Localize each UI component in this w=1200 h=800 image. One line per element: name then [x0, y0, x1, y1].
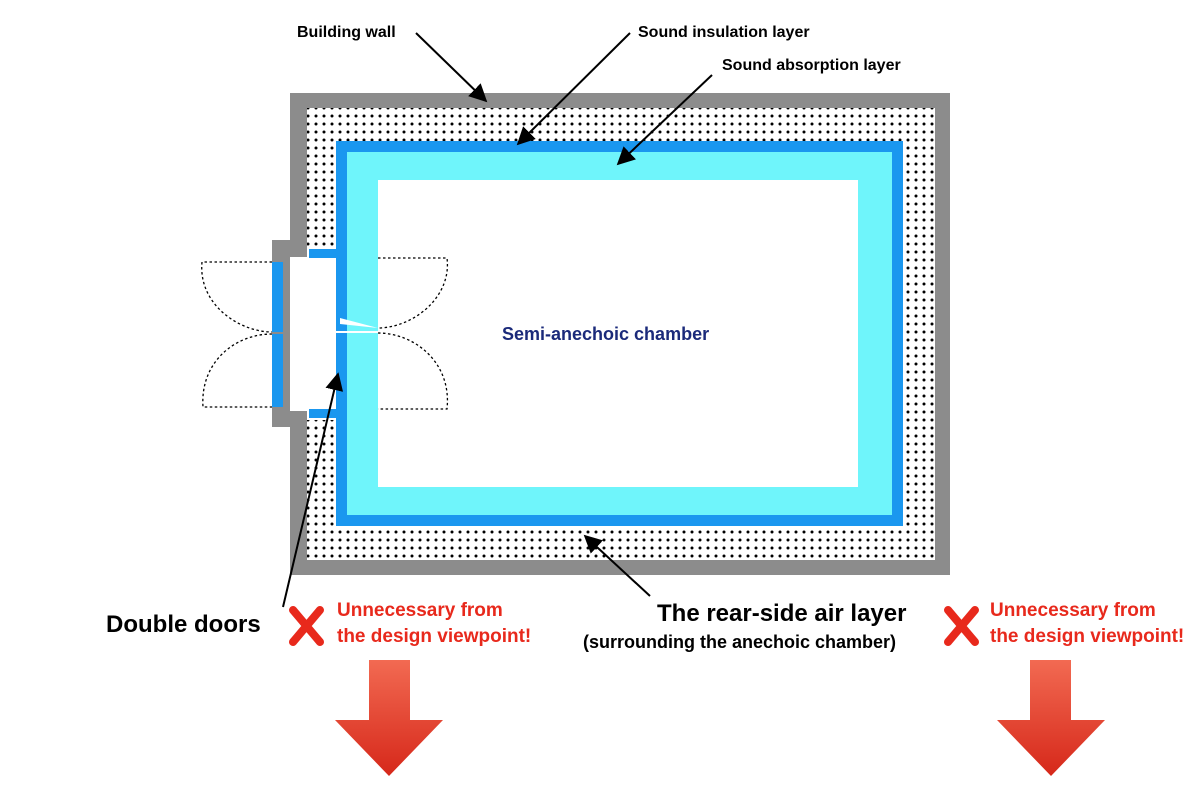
label-double-doors: Double doors [106, 611, 261, 638]
inner-door-absorber [347, 258, 378, 409]
door-swing-inner-bottom [377, 332, 449, 410]
chamber-interior [378, 180, 858, 487]
vestibule-wall-bottom [309, 409, 337, 418]
outer-door-leaf-bottom [272, 334, 283, 407]
label-rear-air-sub: (surrounding the anechoic chamber) [583, 632, 896, 652]
cross-mark-left-icon [289, 606, 324, 646]
outer-door-leaf-top [272, 262, 283, 332]
note-right-line2: the design viewpoint! [990, 626, 1184, 647]
door-swing-outer-top [201, 261, 273, 333]
note-right-line1: Unnecessary from [990, 600, 1156, 621]
label-building-wall: Building wall [297, 24, 396, 41]
door-swing-inner-top [377, 257, 448, 329]
note-left-line1: Unnecessary from [337, 600, 503, 621]
down-arrow-left-icon [335, 660, 443, 776]
down-arrow-right-icon [997, 660, 1105, 776]
note-left-line2: the design viewpoint! [337, 626, 531, 647]
arrow-rear-air [583, 534, 651, 597]
inner-door-gap [340, 318, 378, 328]
arrow-double-doors [282, 372, 344, 608]
label-chamber: Semi-anechoic chamber [502, 324, 709, 344]
label-sound-absorption: Sound absorption layer [722, 57, 901, 74]
arrow-sound-insulation [516, 32, 631, 146]
door-swing-outer-bottom [202, 333, 273, 408]
vestibule-wall-top [309, 249, 337, 258]
label-rear-air: The rear-side air layer [657, 600, 906, 627]
arrow-sound-absorption [616, 74, 713, 166]
inner-door-left-leaf [336, 258, 347, 409]
label-sound-insulation: Sound insulation layer [638, 24, 810, 41]
arrow-building-wall [415, 32, 488, 103]
cross-mark-right-icon [944, 606, 979, 646]
